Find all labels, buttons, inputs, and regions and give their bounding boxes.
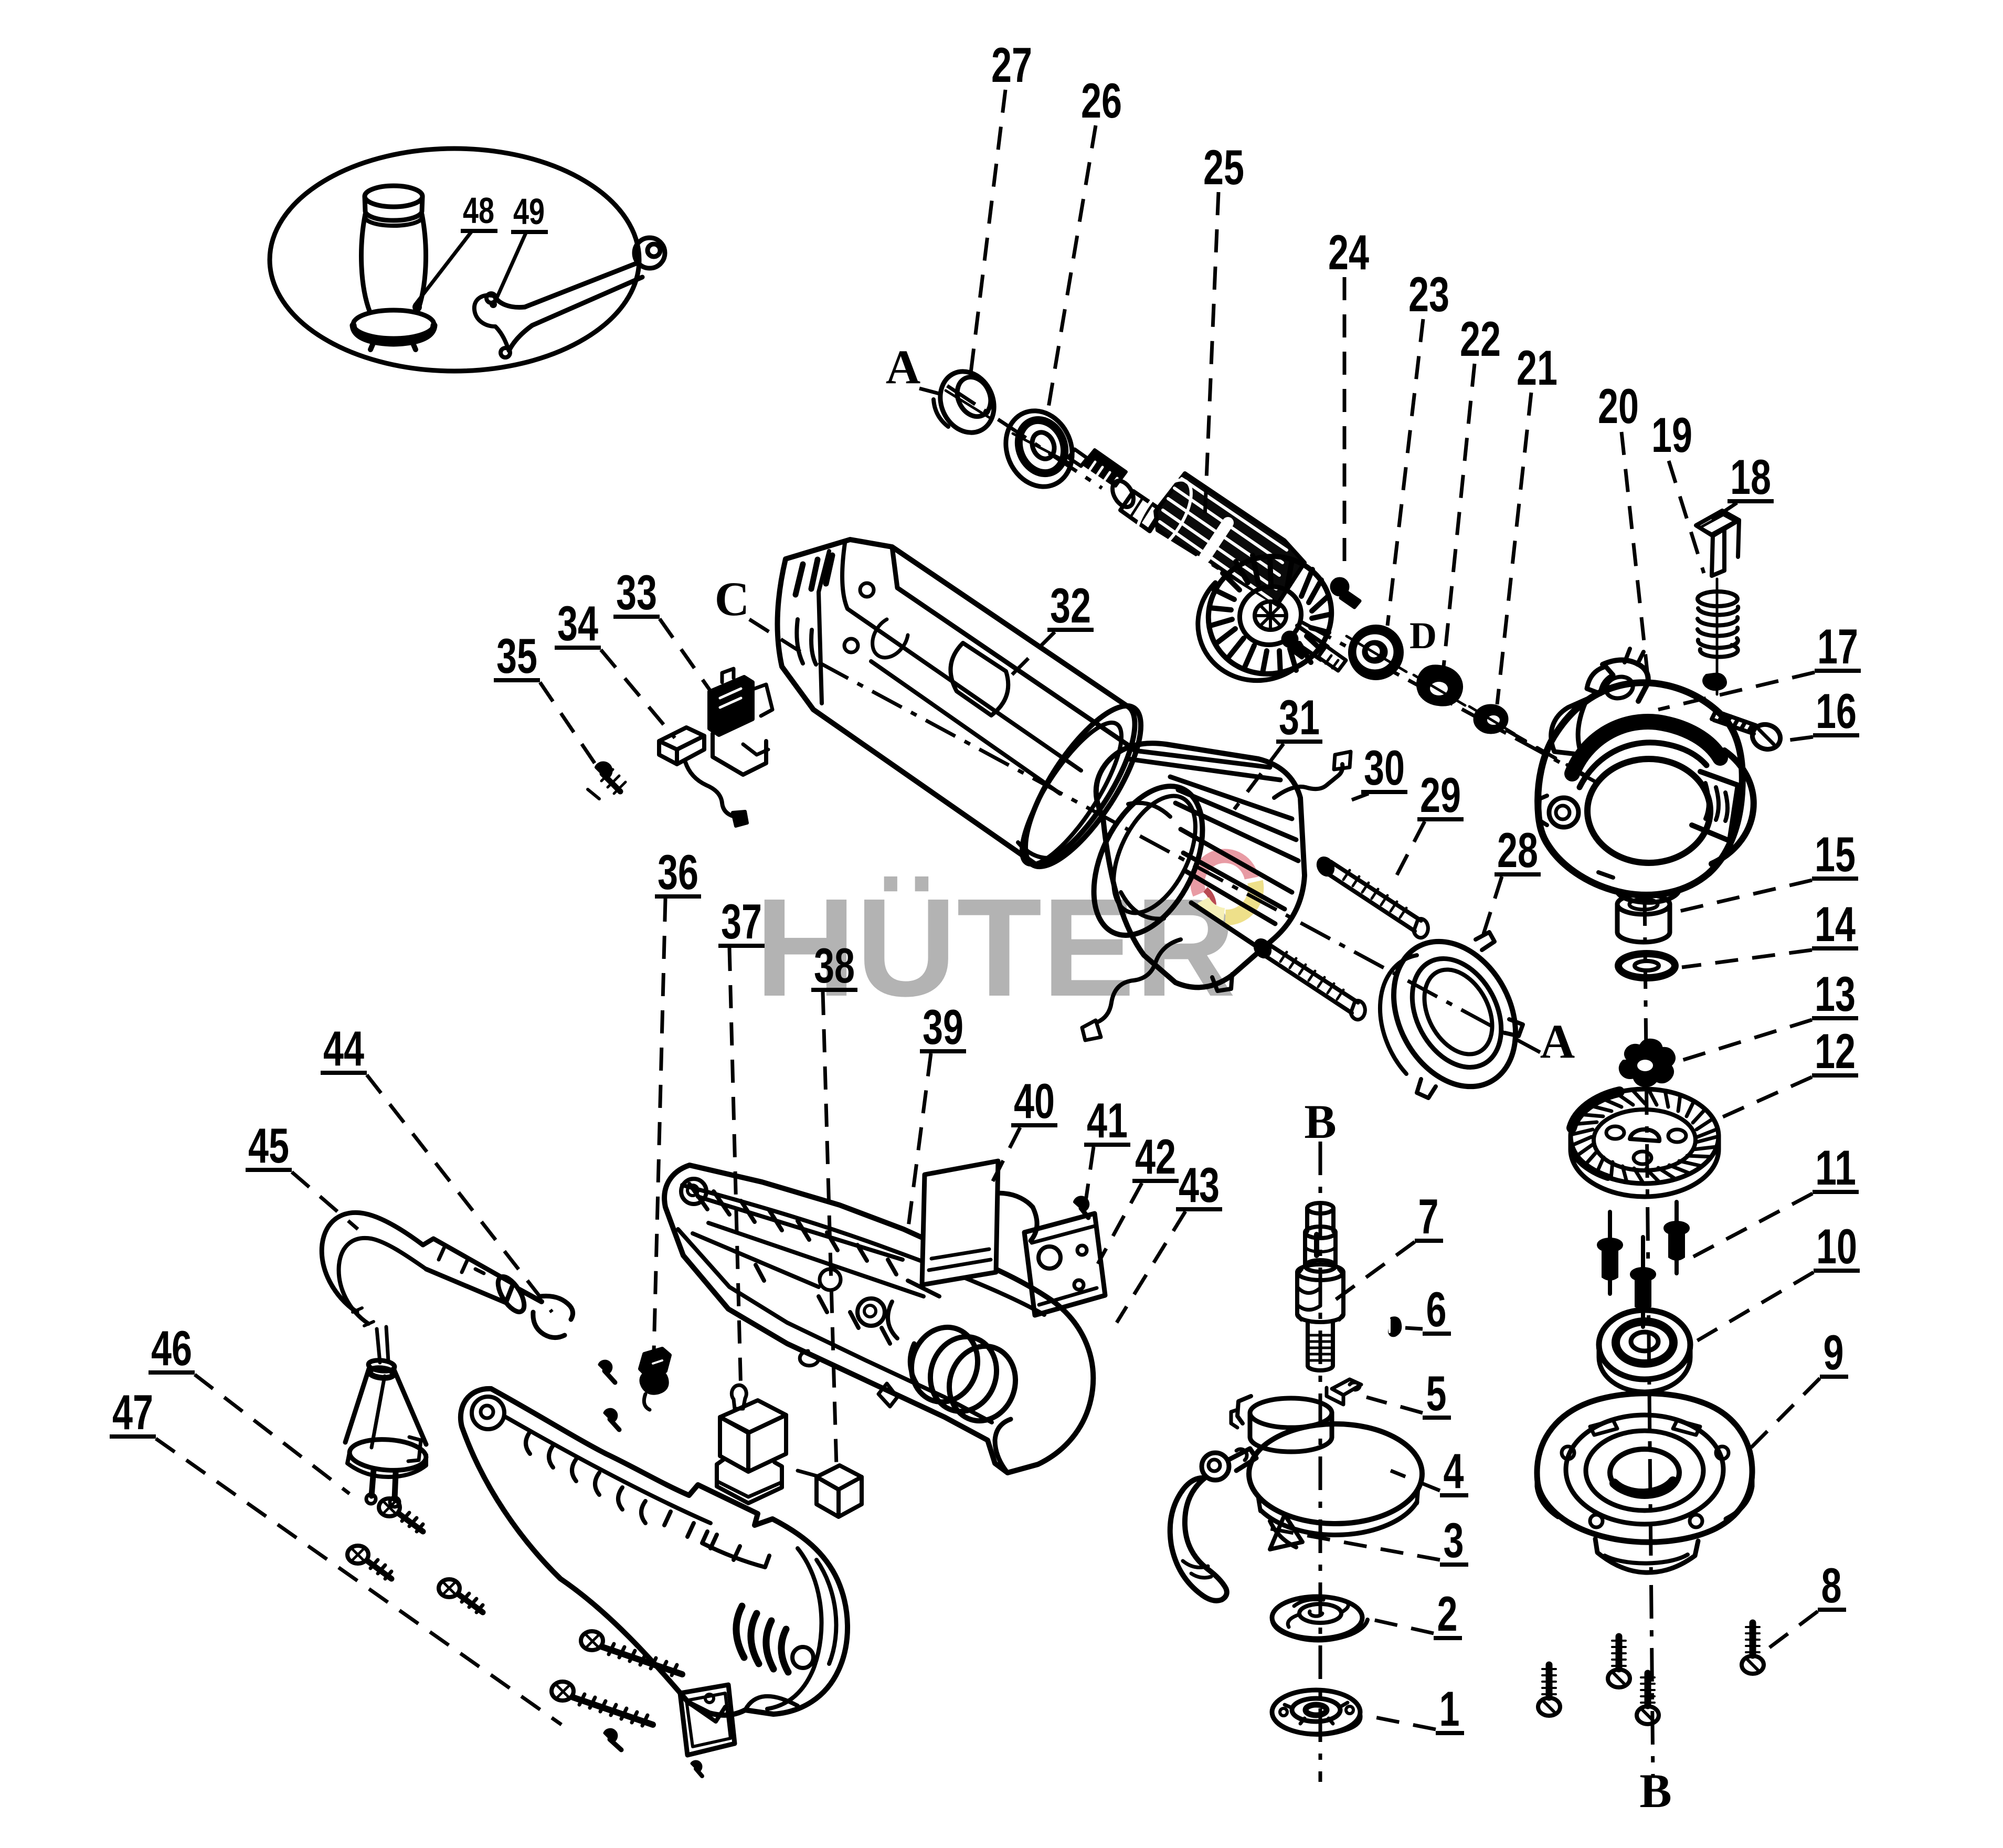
svg-text:23: 23	[1408, 267, 1449, 322]
svg-text:B: B	[1304, 1095, 1336, 1148]
svg-text:21: 21	[1517, 340, 1557, 395]
svg-text:B: B	[1639, 1764, 1671, 1818]
svg-text:29: 29	[1420, 767, 1461, 822]
svg-text:3: 3	[1444, 1513, 1464, 1568]
svg-text:4: 4	[1444, 1443, 1464, 1498]
svg-text:40: 40	[1014, 1073, 1055, 1128]
svg-text:48: 48	[463, 190, 494, 231]
svg-text:31: 31	[1279, 690, 1320, 745]
svg-text:18: 18	[1730, 449, 1771, 504]
svg-text:30: 30	[1364, 740, 1405, 795]
svg-text:42: 42	[1135, 1129, 1176, 1184]
svg-text:D: D	[1409, 615, 1437, 657]
svg-text:9: 9	[1824, 1325, 1844, 1380]
svg-text:A: A	[1540, 1015, 1575, 1068]
svg-text:43: 43	[1179, 1157, 1220, 1212]
svg-text:33: 33	[616, 565, 657, 620]
svg-text:37: 37	[721, 894, 762, 949]
svg-text:2: 2	[1437, 1586, 1458, 1641]
svg-text:17: 17	[1817, 619, 1858, 674]
svg-text:6: 6	[1426, 1282, 1447, 1337]
svg-text:46: 46	[151, 1321, 192, 1376]
svg-text:25: 25	[1203, 140, 1244, 195]
svg-text:HÜTER: HÜTER	[755, 870, 1236, 1026]
svg-text:26: 26	[1081, 73, 1122, 128]
svg-text:12: 12	[1815, 1023, 1856, 1079]
svg-text:C: C	[715, 572, 749, 626]
svg-text:10: 10	[1816, 1219, 1857, 1274]
svg-text:13: 13	[1815, 966, 1856, 1021]
svg-text:15: 15	[1815, 827, 1856, 882]
svg-text:19: 19	[1651, 407, 1692, 462]
svg-text:20: 20	[1598, 378, 1639, 434]
svg-text:35: 35	[496, 628, 537, 683]
svg-text:24: 24	[1328, 225, 1369, 280]
svg-text:36: 36	[658, 844, 698, 900]
svg-text:5: 5	[1426, 1366, 1447, 1421]
svg-text:45: 45	[248, 1118, 289, 1173]
svg-text:A: A	[886, 340, 920, 394]
svg-text:38: 38	[814, 938, 855, 993]
svg-text:39: 39	[923, 999, 963, 1054]
svg-text:47: 47	[112, 1385, 153, 1440]
svg-text:27: 27	[991, 37, 1032, 92]
svg-text:16: 16	[1816, 683, 1857, 738]
svg-text:8: 8	[1821, 1558, 1842, 1613]
svg-text:32: 32	[1050, 578, 1091, 633]
svg-text:22: 22	[1460, 311, 1501, 366]
svg-text:1: 1	[1439, 1681, 1460, 1736]
svg-text:7: 7	[1418, 1189, 1439, 1244]
svg-text:49: 49	[513, 191, 545, 232]
svg-text:14: 14	[1815, 896, 1856, 952]
svg-text:44: 44	[323, 1021, 364, 1076]
svg-text:34: 34	[557, 596, 598, 651]
svg-text:28: 28	[1497, 822, 1538, 878]
svg-text:11: 11	[1815, 1140, 1856, 1195]
svg-text:41: 41	[1087, 1093, 1128, 1148]
